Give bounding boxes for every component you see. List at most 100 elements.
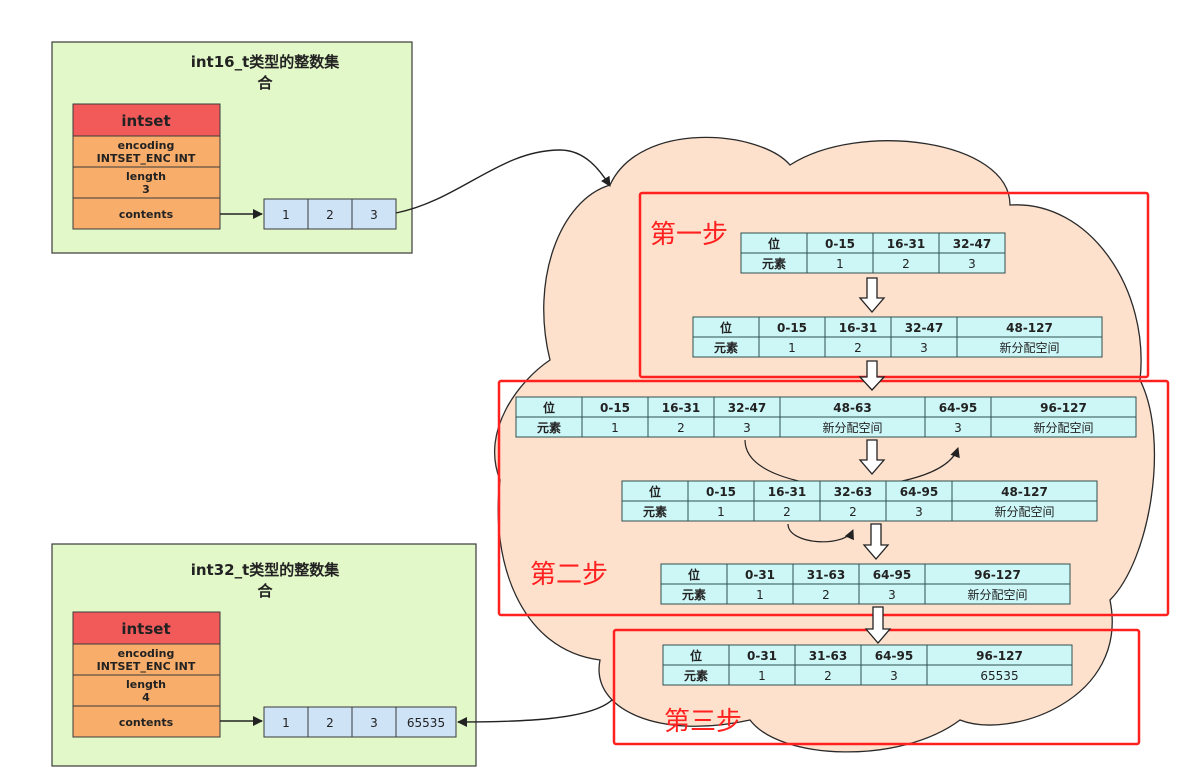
intset16-encoding-label: encoding: [118, 139, 175, 152]
element-value: 1: [611, 421, 619, 435]
down-arrow-icon: [858, 360, 886, 391]
intset16-title: int16_t类型的整数集: [191, 53, 341, 71]
down-arrow-icon: [862, 523, 890, 560]
element-value: 3: [920, 341, 928, 355]
intset16-array-cell: 3: [370, 208, 378, 222]
row-label-position: 位: [649, 484, 661, 499]
element-value: 2: [849, 505, 857, 519]
bit-range-header: 64-95: [939, 401, 977, 415]
table-cell: [990, 416, 1137, 438]
intset32-encoding-label: encoding: [118, 647, 175, 660]
intset16-array: 1 2 3: [263, 198, 397, 230]
table-cell: [924, 583, 1071, 605]
bit-range-header: 64-95: [900, 485, 938, 499]
down-arrow-icon: [858, 277, 886, 313]
bit-range-header: 48-63: [833, 401, 871, 415]
bit-range-header: 32-47: [953, 237, 991, 251]
position-table-t1: 位元素 0-15 1 16-31 2 32-47 3: [740, 232, 1006, 274]
element-value: 1: [836, 257, 844, 271]
bit-range-header: 0-15: [825, 237, 855, 251]
intset32-title: int32_t类型的整数集: [191, 561, 341, 579]
bit-range-header: 16-31: [768, 485, 806, 499]
element-value: 新分配空间: [967, 587, 1027, 602]
intset32-length-label: length: [126, 678, 166, 691]
row-label-element: 元素: [714, 340, 738, 355]
row-label-element: 元素: [762, 256, 786, 271]
down-arrow-icon: [858, 439, 886, 475]
element-value: 3: [888, 588, 896, 602]
bit-range-header: 0-15: [777, 321, 807, 335]
table-cell: [938, 252, 1006, 274]
down-arrow-icon: [864, 606, 892, 644]
intset16-header: intset: [121, 112, 170, 130]
step1-label: 第一步: [650, 220, 728, 250]
row-label-element: 元素: [682, 587, 706, 602]
intset16-length-label: length: [126, 170, 166, 183]
element-value: 新分配空间: [1033, 420, 1093, 435]
connector-from-cloud: [457, 699, 613, 727]
bit-range-header: 32-63: [834, 485, 872, 499]
step2-label: 第二步: [530, 560, 608, 590]
element-value: 3: [954, 421, 962, 435]
position-table-t2: 位元素 0-15 1 16-31 2 32-47 3 48-127 新分配空间: [692, 316, 1103, 358]
intset16-length-value: 3: [142, 183, 150, 196]
intset16-encoding-value: INTSET_ENC INT: [97, 152, 196, 165]
element-value: 2: [783, 505, 791, 519]
bit-range-header: 96-127: [974, 568, 1021, 582]
intset16-contents-label: contents: [119, 208, 174, 221]
element-value: 2: [854, 341, 862, 355]
bit-range-header: 96-127: [1040, 401, 1087, 415]
bit-range-header: 0-15: [600, 401, 630, 415]
intset32-array-cell: 3: [370, 716, 378, 730]
element-value: 1: [788, 341, 796, 355]
element-value: 2: [677, 421, 685, 435]
element-value: 新分配空间: [999, 340, 1059, 355]
bit-range-header: 16-31: [839, 321, 877, 335]
bit-range-header: 0-15: [706, 485, 736, 499]
intset32-array: 1 2 3 65535: [263, 706, 457, 738]
element-value: 3: [968, 257, 976, 271]
intset32-encoding-value: INTSET_ENC INT: [97, 660, 196, 673]
element-value: 65535: [980, 669, 1018, 683]
element-value: 3: [915, 505, 923, 519]
element-value: 2: [824, 669, 832, 683]
bit-range-header: 64-95: [875, 649, 913, 663]
bit-range-header: 48-127: [1006, 321, 1053, 335]
row-label-element: 元素: [643, 504, 667, 519]
bit-range-header: 96-127: [976, 649, 1023, 663]
intset32-length-value: 4: [142, 691, 150, 704]
intset16-panel: int16_t类型的整数集 合 intset encoding INTSET_E…: [51, 41, 413, 254]
bit-range-header: 0-31: [747, 649, 777, 663]
intset32-title-2: 合: [256, 582, 273, 600]
table-cell: [926, 664, 1073, 686]
element-value: 1: [717, 505, 725, 519]
step2-frame: [497, 379, 1170, 617]
intset32-array-cell: 1: [282, 716, 290, 730]
row-label-position: 位: [543, 400, 555, 415]
bit-range-header: 31-63: [809, 649, 847, 663]
element-value: 新分配空间: [822, 420, 882, 435]
bit-range-header: 16-31: [887, 237, 925, 251]
intset32-array-cell: 2: [326, 716, 334, 730]
element-value: 2: [822, 588, 830, 602]
row-label-element: 元素: [684, 668, 708, 683]
intset32-contents-label: contents: [119, 716, 174, 729]
element-value: 2: [902, 257, 910, 271]
bit-range-header: 32-47: [905, 321, 943, 335]
step3-label: 第三步: [664, 707, 742, 737]
step1-frame: [638, 191, 1150, 379]
row-label-position: 位: [720, 320, 732, 335]
position-tables: 位元素0-15116-31232-473位元素0-15116-31232-473…: [515, 232, 1137, 686]
position-table-t3: 位元素0-15116-31232-47348-63新分配空间64-95396-1…: [515, 396, 1137, 438]
intset32-header: intset: [121, 620, 170, 638]
bit-range-header: 64-95: [873, 568, 911, 582]
row-label-position: 位: [688, 567, 700, 582]
row-label-position: 位: [690, 648, 702, 663]
element-value: 新分配空间: [994, 504, 1054, 519]
bit-range-header: 32-47: [728, 401, 766, 415]
row-label-position: 位: [768, 236, 780, 251]
